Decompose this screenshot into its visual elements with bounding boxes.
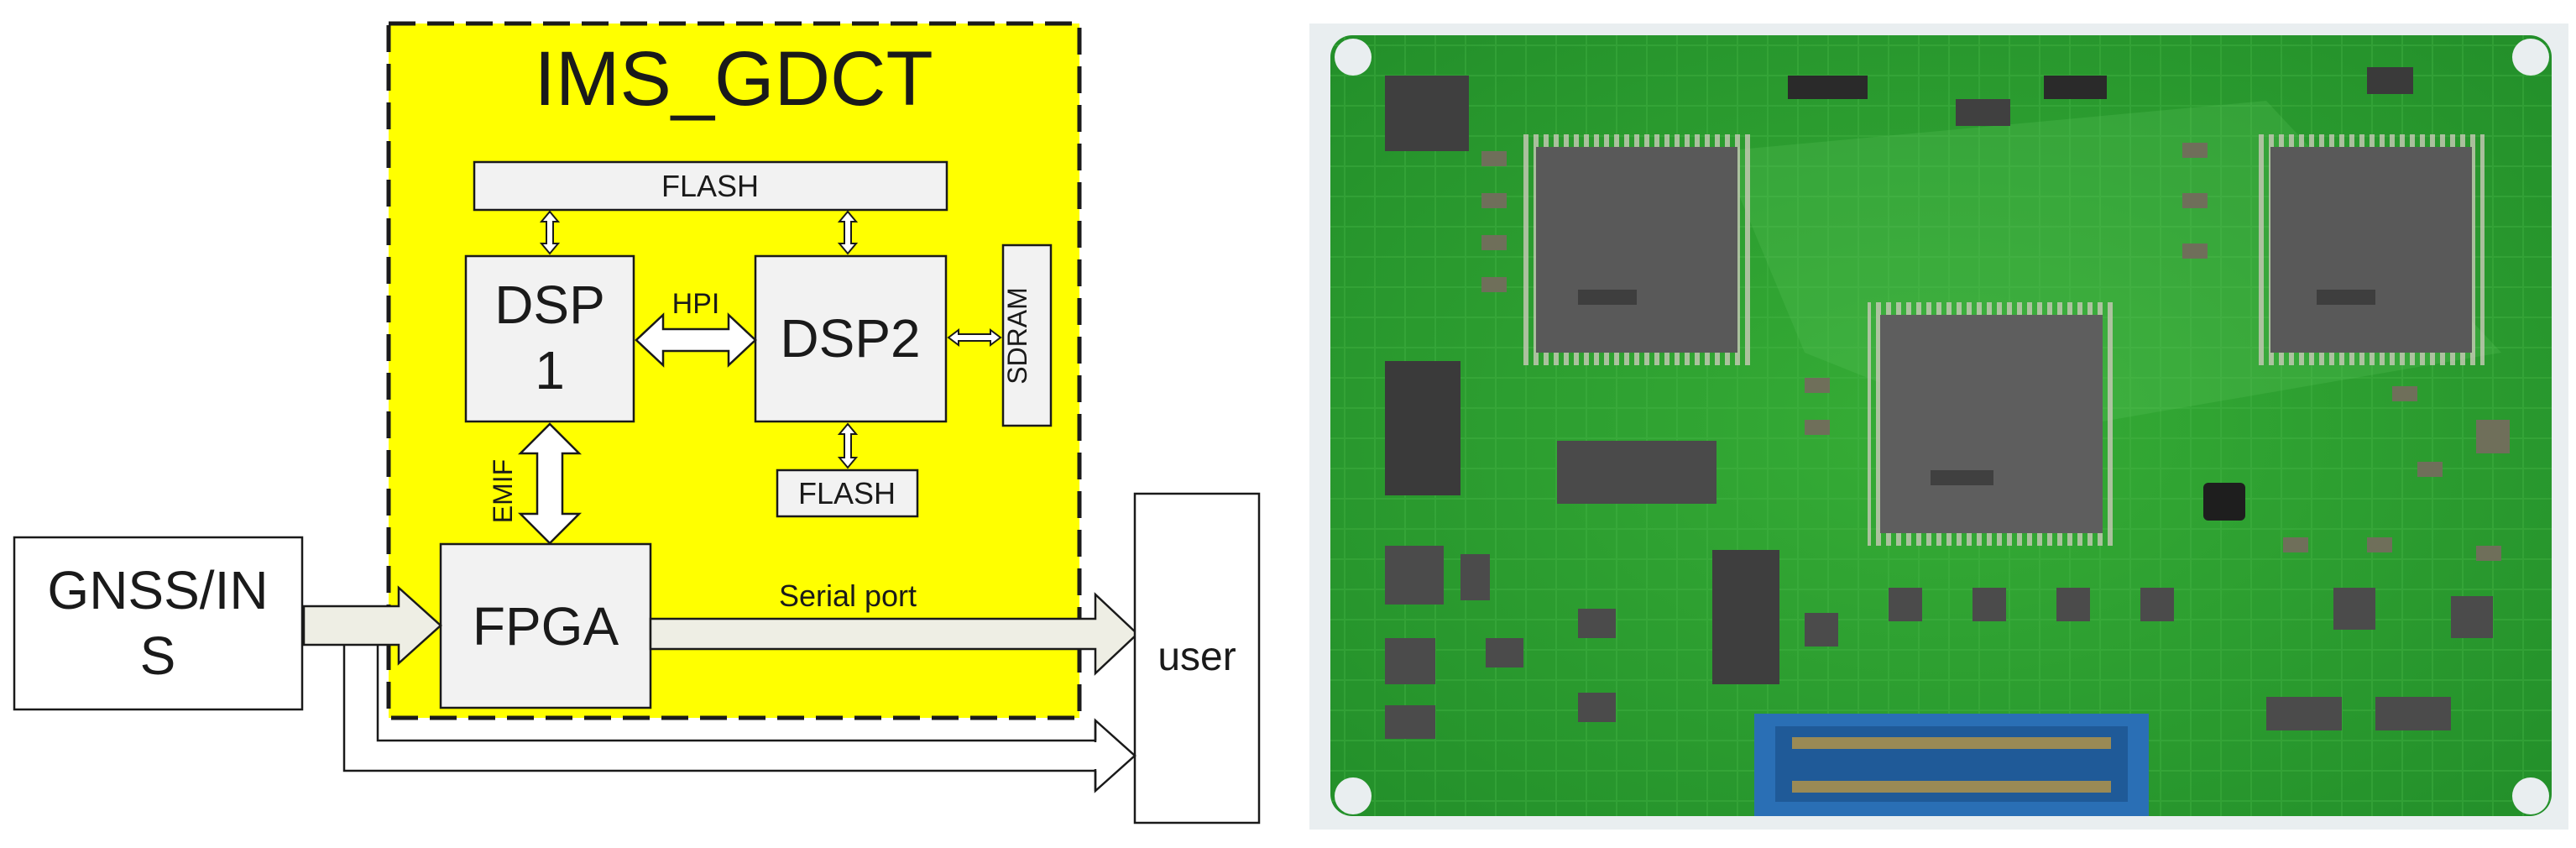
dsp2-sdram-link xyxy=(947,328,1002,347)
flash-chip xyxy=(1557,441,1716,504)
mount-hole-top-left xyxy=(1335,39,1372,76)
dsp1-label-line2: 1 xyxy=(535,340,565,400)
small-chip-bga xyxy=(2203,483,2245,521)
sdram-block xyxy=(1001,243,1053,427)
ic-fpga-center xyxy=(1868,302,2115,546)
gnss-fpga-arrow xyxy=(302,585,442,666)
serial-port-label: Serial port xyxy=(779,578,917,613)
dsp1-block xyxy=(464,254,635,423)
fpga-label: FPGA xyxy=(473,596,619,657)
gnss-ins-label-line1: GNSS/IN xyxy=(47,560,268,620)
emif-label: EMIF xyxy=(488,459,518,523)
flash-top-label: FLASH xyxy=(661,169,759,203)
gnss-user-bypass-arrow xyxy=(342,645,1136,793)
flash-dsp2-link xyxy=(837,210,859,255)
hpi-label: HPI xyxy=(672,288,720,320)
sdram-chip xyxy=(1712,550,1779,684)
pcb-photo xyxy=(1309,24,2568,830)
flash-top-block xyxy=(473,160,948,212)
flash-dsp1-link xyxy=(539,210,561,255)
fpga-block xyxy=(439,542,652,709)
bottom-connector xyxy=(1754,714,2149,816)
dsp1-label-line1: DSP xyxy=(494,275,605,335)
top-connector-2 xyxy=(1956,99,2010,126)
mount-hole-bottom-left xyxy=(1335,777,1372,814)
sdram-label: SDRAM xyxy=(1002,287,1032,385)
top-connector-1 xyxy=(1788,76,1868,99)
dsp2-flash-link xyxy=(837,422,859,469)
hpi-link xyxy=(635,312,757,368)
flash-bottom-label: FLASH xyxy=(798,476,896,510)
module-title: IMS_GDCT xyxy=(534,36,933,122)
gnss-ins-block xyxy=(13,536,304,711)
mount-hole-top-right xyxy=(2512,39,2549,76)
passive-components xyxy=(1481,143,2510,561)
dsp2-label: DSP2 xyxy=(780,308,920,369)
top-left-chip xyxy=(1385,76,1469,151)
serial-port-arrow xyxy=(649,592,1139,676)
left-chip xyxy=(1385,361,1460,495)
ic-dsp-left xyxy=(1523,134,1750,365)
user-block xyxy=(1133,492,1261,824)
top-connector-3 xyxy=(2044,76,2107,99)
flash-bottom-block xyxy=(776,468,919,518)
mount-hole-bottom-right xyxy=(2512,777,2549,814)
ic-dsp-right xyxy=(2258,134,2485,365)
lower-component-row xyxy=(1385,546,2493,739)
user-label: user xyxy=(1157,635,1236,679)
gnss-ins-label-line2: S xyxy=(140,626,176,686)
top-connector-4 xyxy=(2367,67,2413,94)
block-diagram: IMS_GDCT FLASH DSP 1 DSP2 HPI SDRAM xyxy=(13,21,1261,824)
